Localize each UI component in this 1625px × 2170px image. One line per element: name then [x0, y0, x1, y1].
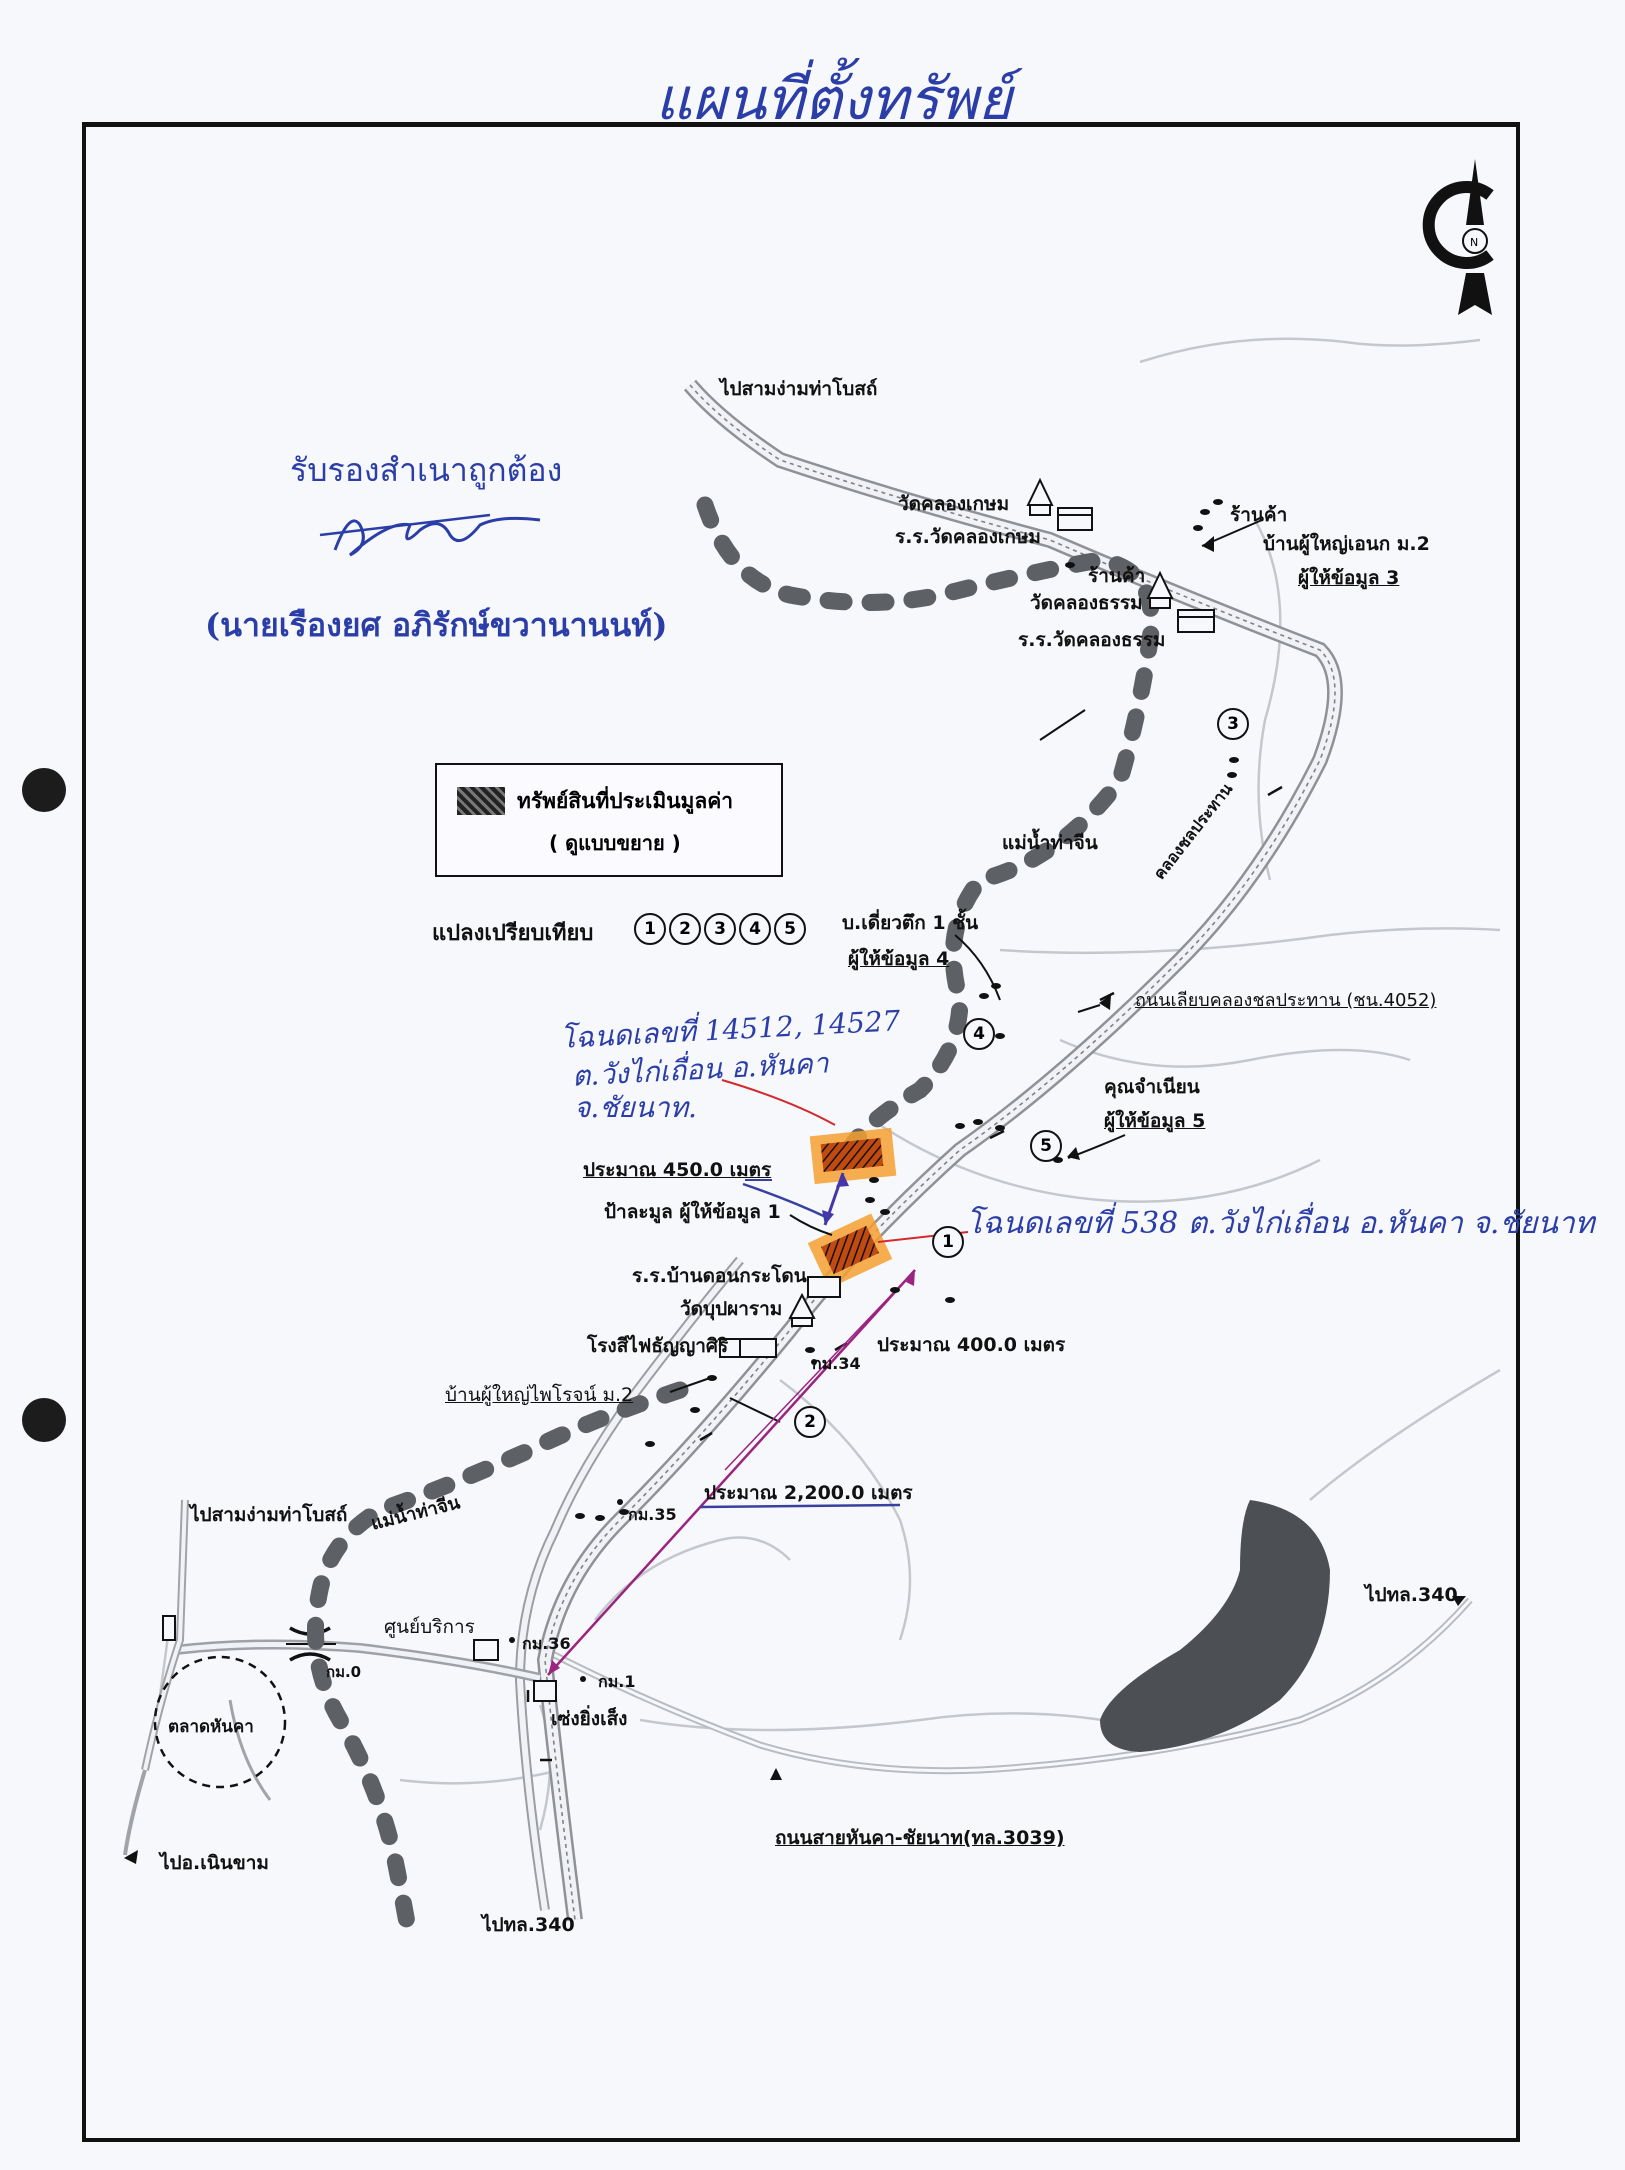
- minor-road: [594, 1536, 791, 1621]
- minor-road: [1309, 1368, 1501, 1501]
- minor-road: [999, 927, 1501, 955]
- comparable-circles: 1 2 3 4 5: [634, 913, 806, 945]
- temple-icon-tham: [1146, 570, 1174, 609]
- intersection-icon: [533, 1680, 557, 1702]
- parcel-538: [807, 1213, 893, 1289]
- legend-item-sub: ( ดูแบบขยาย ): [549, 831, 681, 855]
- label-school-don-krathon: ร.ร.บ้านดอนกระโดน: [632, 1265, 807, 1287]
- svg-text:N: N: [1470, 236, 1478, 249]
- temple-icon-bup: [788, 1292, 816, 1327]
- river-lower: [307, 1381, 689, 1949]
- comparable-5: 5: [774, 913, 806, 945]
- certification-text: รับรองสำเนาถูกต้อง: [290, 451, 563, 489]
- label-wat-khlong-kasem: วัดคลองเกษม: [898, 493, 1010, 515]
- label-highway-3039: ถนนสายหันคา-ชัยนาท(ทล.3039): [775, 1827, 1065, 1849]
- punch-hole-top: [22, 768, 66, 812]
- canal-road-second: [514, 1256, 744, 1911]
- label-rice-mill: โรงสีไฟธัญญาศิริ: [587, 1335, 729, 1357]
- label-shop-2: ร้านค้า: [1088, 565, 1146, 587]
- road-to-340-right: [533, 1597, 1473, 1775]
- label-market: ตลาดหันคา: [168, 1717, 254, 1737]
- map-comparable-3: 3: [1217, 708, 1249, 740]
- highway-3039: [174, 1639, 542, 1683]
- comparable-1: 1: [634, 913, 666, 945]
- map-comparable-4: 4: [963, 1018, 995, 1050]
- label-to-340-right: ไปทล.340: [1365, 1584, 1458, 1606]
- certifier-name: (นายเรืองยศ อภิรักษ์ขวานานนท์): [205, 606, 668, 644]
- label-school-khlong-kasem: ร.ร.วัดคลองเกษม: [895, 526, 1041, 548]
- mill-icon: [719, 1338, 777, 1358]
- comparable-2: 2: [669, 913, 701, 945]
- label-km36: กม.36: [522, 1634, 571, 1653]
- school-icon-tham: [1177, 609, 1215, 633]
- comparable-3: 3: [704, 913, 736, 945]
- comparables-label: แปลงเปรียบเทียบ: [432, 921, 594, 946]
- temple-icon-kasem: [1026, 477, 1054, 516]
- label-wat-bup: วัดบุปผาราม: [680, 1298, 783, 1320]
- legend-item-label: ทรัพย์สินที่ประเมินมูลค่า: [517, 789, 734, 813]
- label-headman-ake: บ้านผู้ใหญ่เอนก ม.2: [1263, 533, 1430, 555]
- map-frame: [82, 122, 1520, 2142]
- river-upper: [696, 496, 1160, 1179]
- label-single-storey: บ.เดี่ยวตึก 1 ชั้น: [842, 912, 979, 934]
- map-comparable-2: 2: [794, 1406, 826, 1438]
- label-to-sam-ngam-left: ไปสามง่ามท่าโบสถ์: [190, 1504, 348, 1526]
- label-intersection: เซ่งยิ่งเส็ง: [551, 1708, 628, 1730]
- label-km35: กม.35: [628, 1505, 677, 1524]
- label-km0: กม.0: [326, 1663, 362, 1681]
- parcel-14512-14527: [809, 1127, 897, 1185]
- page-title: แผนที่ตั้งทรัพย์: [655, 65, 1012, 133]
- deed-note-1-line3: จ.ชัยนาท.: [574, 1091, 697, 1124]
- minor-road: [1253, 519, 1282, 881]
- service-center-icon: [473, 1639, 499, 1661]
- deed-note-2: โฉนดเลขที่ 538 ต.วังไก่เถื่อน อ.หันคา จ.…: [966, 1206, 1595, 1241]
- label-km34: กม.34: [812, 1354, 861, 1373]
- label-km1: กม.1: [598, 1672, 636, 1691]
- pond: [1100, 1500, 1330, 1752]
- label-school-khlong-tham: ร.ร.วัดคลองธรรม: [1018, 629, 1166, 651]
- label-headman-phairot: บ้านผู้ใหญ่ไพโรจน์ ม.2: [445, 1384, 634, 1406]
- label-informant-4: ผู้ให้ข้อมูล 4: [848, 948, 950, 970]
- label-to-sam-ngam-top: ไปสามง่ามท่าโบสถ์: [720, 378, 878, 400]
- label-river: แม่น้ำท่าจีน: [1002, 832, 1098, 854]
- school-icon-don-krathon: [807, 1276, 841, 1298]
- punch-hole-bottom: [22, 1398, 66, 1442]
- label-shop-1: ร้านค้า: [1230, 504, 1288, 526]
- minor-road: [1139, 337, 1481, 364]
- label-to-noen-kham: ไปอ.เนินขาม: [160, 1852, 269, 1874]
- canal-road: [536, 379, 1343, 1921]
- label-service-center: ศูนย์บริการ: [384, 1616, 475, 1638]
- north-arrow-icon: N: [1422, 159, 1494, 315]
- label-dist-400: ประมาณ 400.0 เมตร: [877, 1334, 1066, 1356]
- label-informant-1: ป้าละมูล ผู้ให้ข้อมูล 1: [604, 1201, 781, 1223]
- road-to-sam-ngam-left: [141, 1499, 189, 1771]
- map-comparable-5: 5: [1030, 1130, 1062, 1162]
- market-circle: [153, 1655, 287, 1789]
- label-canal-road: ถนนเลียบคลองชลประทาน (ชน.4052): [1135, 990, 1437, 1011]
- comparable-4: 4: [739, 913, 771, 945]
- label-dist-450: ประมาณ 450.0 เมตร: [583, 1159, 772, 1181]
- minor-road: [1059, 1038, 1411, 1068]
- signature-icon: [319, 513, 541, 557]
- label-dist-2200: ประมาณ 2,200.0 เมตร: [704, 1482, 913, 1504]
- label-wat-khlong-tham: วัดคลองธรรม: [1030, 592, 1143, 614]
- label-to-340-bottom: ไปทล.340: [482, 1914, 575, 1936]
- legend-swatch: [457, 787, 505, 815]
- school-icon-kasem: [1057, 507, 1093, 531]
- minor-road: [399, 1768, 561, 1785]
- legend: ทรัพย์สินที่ประเมินมูลค่า ( ดูแบบขยาย ): [435, 763, 783, 877]
- marker-icon: [162, 1615, 176, 1641]
- map-comparable-1: 1: [932, 1226, 964, 1258]
- label-khun-chamnian: คุณจำเนียน: [1104, 1076, 1200, 1098]
- label-informant-5: ผู้ให้ข้อมูล 5: [1104, 1110, 1206, 1132]
- label-informant-3: ผู้ให้ข้อมูล 3: [1298, 567, 1400, 589]
